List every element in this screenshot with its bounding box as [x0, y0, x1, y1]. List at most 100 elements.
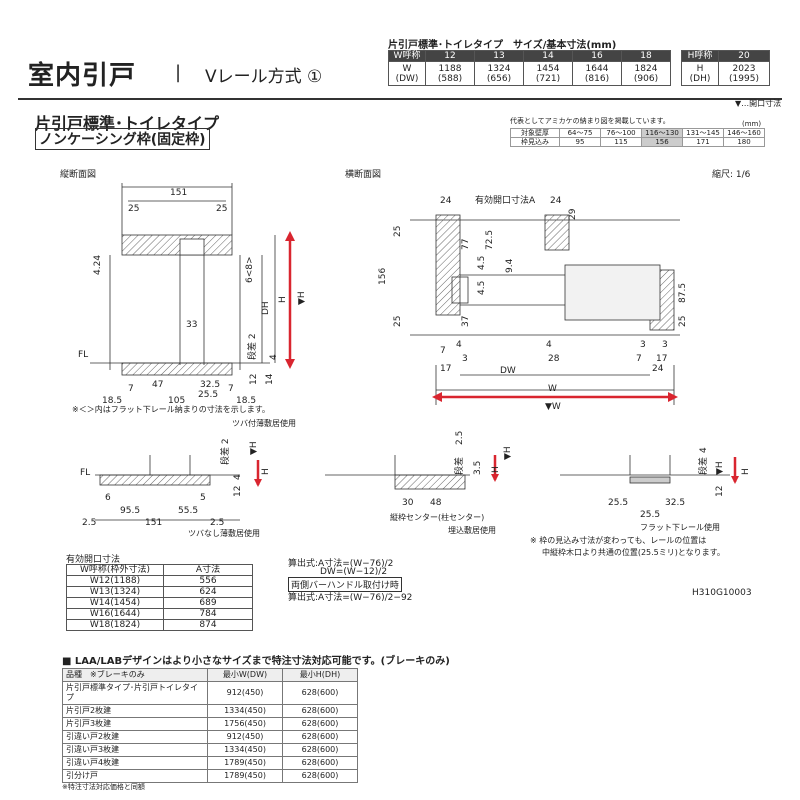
opening-note: ▼…開口寸法	[735, 99, 782, 108]
svg-text:4.5: 4.5	[477, 256, 487, 270]
w-val: 1324 (656)	[474, 61, 524, 86]
w-header: W呼称	[388, 50, 426, 62]
svg-text:87.5: 87.5	[678, 283, 688, 303]
wall-table: 対象壁厚 64～75 76～100 116～130 131～145 146～16…	[510, 128, 765, 147]
table-row: W18(1824)874	[66, 619, 253, 631]
svg-text:33: 33	[186, 320, 197, 330]
caption-buried: 埋込敷居使用	[448, 526, 496, 535]
w-val: 1644 (816)	[572, 61, 622, 86]
svg-text:32.5: 32.5	[665, 498, 685, 508]
table-row: W12(1188)556	[66, 575, 253, 587]
svg-text:6<8>: 6<8>	[245, 256, 255, 283]
svg-text:4: 4	[456, 340, 462, 350]
laa-head: 最小H(DH)	[282, 668, 358, 682]
w-col: 18	[621, 50, 671, 62]
table-row: W14(1454)689	[66, 597, 253, 609]
svg-text:95.5: 95.5	[120, 506, 140, 516]
wall-cell: 180	[723, 137, 765, 147]
svg-text:151: 151	[145, 518, 162, 528]
caption-tsuba-off: ツバなし薄敷居使用	[188, 529, 260, 538]
svg-text:18.5: 18.5	[102, 396, 122, 406]
svg-text:25: 25	[128, 204, 139, 214]
svg-text:7: 7	[228, 384, 234, 394]
svg-text:9.4: 9.4	[505, 258, 515, 273]
svg-text:14: 14	[265, 373, 275, 385]
svg-text:H: H	[741, 468, 751, 475]
w-row-label: W (DW)	[388, 61, 426, 86]
scale-label: 縮尺: 1/6	[712, 170, 751, 180]
svg-text:段差: 段差	[697, 457, 709, 475]
w-col: 12	[425, 50, 475, 62]
laa-footnote: ※特注寸法対応価格と同額	[62, 783, 145, 791]
h-row-label: H (DH)	[681, 61, 719, 86]
size-table: W呼称 12 13 14 16 18 H呼称 20 W (DW) 1188 (5…	[388, 50, 770, 86]
svg-text:4: 4	[699, 447, 709, 453]
svg-text:17: 17	[656, 354, 667, 364]
note-flat: ※＜＞内はフラット下レール納まりの寸法を示します。	[72, 405, 270, 414]
formula-4: 算出式:A寸法=(W−76)/2−92	[288, 593, 413, 603]
svg-text:28: 28	[548, 354, 560, 364]
caption-center: 縦枠センター(柱センター)	[390, 513, 485, 522]
svg-text:4.5: 4.5	[477, 281, 487, 295]
svg-text:▼H: ▼H	[503, 446, 513, 460]
wall-cell: 146～160	[723, 128, 765, 138]
laa-head: 品種 ※ブレーキのみ	[62, 668, 208, 682]
formula-2: DW=(W−12)/2	[320, 567, 388, 577]
svg-text:25: 25	[678, 316, 688, 327]
vertical-section-label: 縦断面図	[60, 170, 97, 180]
svg-text:25: 25	[393, 316, 403, 327]
svg-text:24: 24	[652, 364, 664, 374]
svg-text:DW: DW	[500, 366, 516, 376]
wall-cell: 64～75	[559, 128, 601, 138]
wall-cell-highlight: 156	[641, 137, 683, 147]
svg-text:3: 3	[462, 354, 468, 364]
svg-text:12: 12	[233, 486, 243, 497]
formula-1: 算出式:A寸法=(W−76)/2	[288, 559, 394, 569]
w-val: 1454 (721)	[523, 61, 573, 86]
svg-text:段差 2: 段差 2	[219, 438, 231, 465]
header-rule	[18, 98, 782, 100]
svg-text:H: H	[278, 296, 288, 303]
svg-text:25: 25	[216, 204, 227, 214]
svg-text:105: 105	[168, 396, 185, 406]
svg-text:4: 4	[546, 340, 552, 350]
h-col: 20	[718, 50, 770, 62]
laa-title: ■ LAA/LABデザインはより小さなサイズまで特注寸法対応可能です。(ブレーキ…	[62, 656, 450, 667]
svg-text:24: 24	[440, 196, 452, 206]
laa-head: 最小W(DW)	[207, 668, 283, 682]
svg-text:▼W: ▼W	[545, 402, 561, 412]
wall-cell-highlight: 116～130	[641, 128, 683, 138]
svg-text:FL: FL	[78, 350, 88, 360]
svg-text:2.5: 2.5	[82, 518, 96, 528]
wall-row-label: 枠見込み	[510, 137, 560, 147]
wall-cell: 131～145	[682, 128, 724, 138]
wall-row-label: 対象壁厚	[510, 128, 560, 138]
wall-unit: (mm)	[742, 120, 762, 128]
svg-text:6: 6	[105, 493, 111, 503]
wall-cell: 171	[682, 137, 724, 147]
svg-text:32.5: 32.5	[200, 380, 220, 390]
svg-text:17: 17	[440, 364, 451, 374]
h-val: 2023 (1995)	[718, 61, 770, 86]
svg-text:55.5: 55.5	[178, 506, 198, 516]
svg-text:2.5: 2.5	[210, 518, 224, 528]
svg-text:30: 30	[402, 498, 414, 508]
w-col: 14	[523, 50, 573, 62]
eff-open-label: 有効開口寸法A	[475, 194, 536, 206]
svg-text:12: 12	[715, 486, 725, 497]
wall-cell: 95	[559, 137, 601, 147]
svg-text:段差: 段差	[453, 457, 465, 475]
svg-text:4.24: 4.24	[93, 255, 103, 275]
svg-text:47: 47	[152, 380, 163, 390]
size-table-caption: 片引戸標準･トイレタイプ サイズ/基本寸法(mm)	[388, 40, 617, 51]
caption-tsuba-on: ツバ付薄敷居使用	[232, 419, 296, 428]
drawing-code: H310G10003	[692, 588, 752, 598]
svg-text:72.5: 72.5	[485, 230, 495, 250]
dim-156: 156	[170, 175, 187, 178]
w-col: 13	[474, 50, 524, 62]
effective-table-title: 有効開口寸法	[66, 555, 121, 565]
h-header: H呼称	[681, 50, 719, 62]
